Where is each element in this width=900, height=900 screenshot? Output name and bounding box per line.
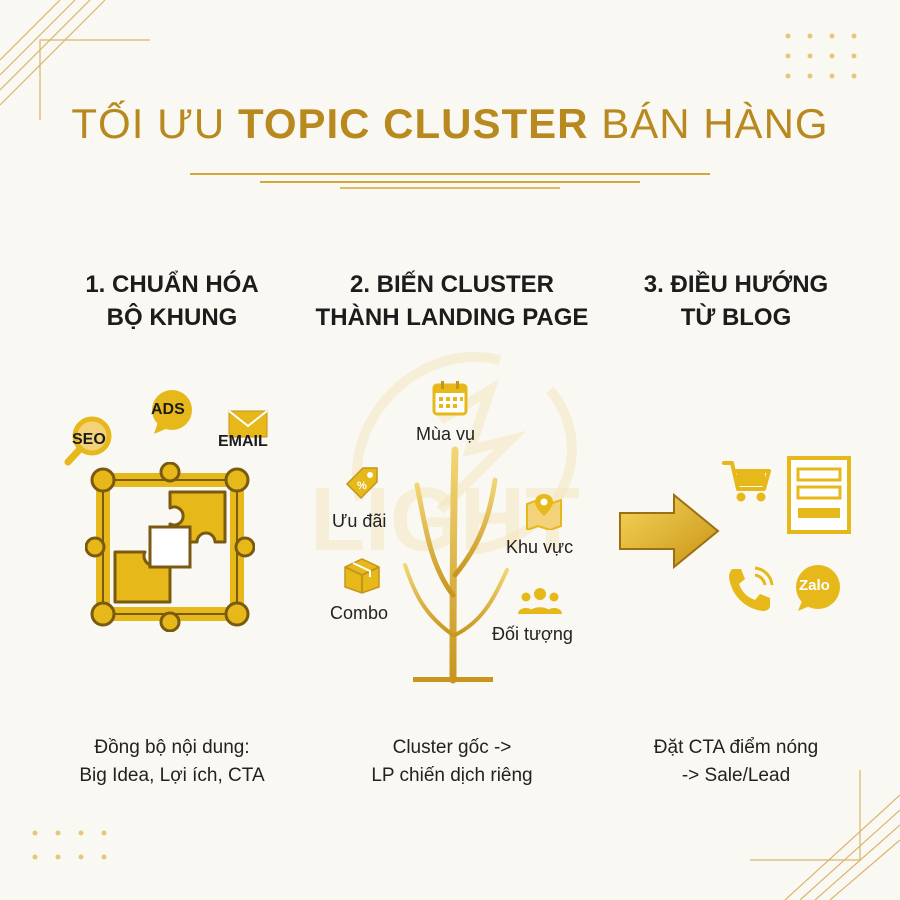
box-icon	[344, 558, 380, 594]
title-underline	[190, 173, 710, 189]
form-icon	[787, 456, 851, 534]
phone-icon	[729, 566, 774, 611]
corner-decoration-top-left	[0, 0, 150, 120]
shopping-cart-icon	[722, 461, 771, 502]
search-icon	[64, 416, 112, 466]
column-1-description: Đồng bộ nội dung:Big Idea, Lợi ích, CTA	[79, 737, 265, 786]
seo-label: SEO	[72, 431, 106, 448]
branch-audience-label: Đối tượng	[492, 624, 573, 644]
puzzle-frame-icon	[85, 462, 255, 632]
column-2-description: Cluster gốc ->LP chiến dịch riêng	[371, 737, 533, 786]
page-title: TỐI ƯU TOPIC CLUSTER BÁN HÀNG	[71, 100, 829, 147]
calendar-icon	[432, 381, 468, 416]
dot-grid-bottom-left	[32, 830, 107, 860]
map-pin-icon	[526, 494, 562, 530]
email-label: EMAIL	[218, 433, 268, 450]
cluster-tree-icon	[403, 446, 509, 684]
email-icon	[228, 410, 268, 438]
branch-combo-label: Combo	[330, 603, 389, 623]
corner-decoration-bottom-right	[750, 770, 900, 900]
dot-grid-top-right	[785, 33, 857, 79]
ads-label: ADS	[151, 401, 185, 418]
branch-offer-label: Ưu đãi	[332, 511, 387, 531]
arrow-right-icon	[619, 493, 720, 569]
svg-text:%: %	[357, 480, 367, 492]
ads-bubble-icon	[152, 390, 192, 434]
branch-season-label: Mùa vụ	[416, 424, 476, 444]
column-3-description: Đặt CTA điểm nóng-> Sale/Lead	[653, 737, 819, 786]
zalo-icon	[796, 565, 840, 611]
branch-region-label: Khu vực	[506, 537, 574, 557]
zalo-label: Zalo	[799, 577, 830, 594]
tag-icon: %	[345, 467, 378, 500]
users-icon	[518, 588, 562, 614]
